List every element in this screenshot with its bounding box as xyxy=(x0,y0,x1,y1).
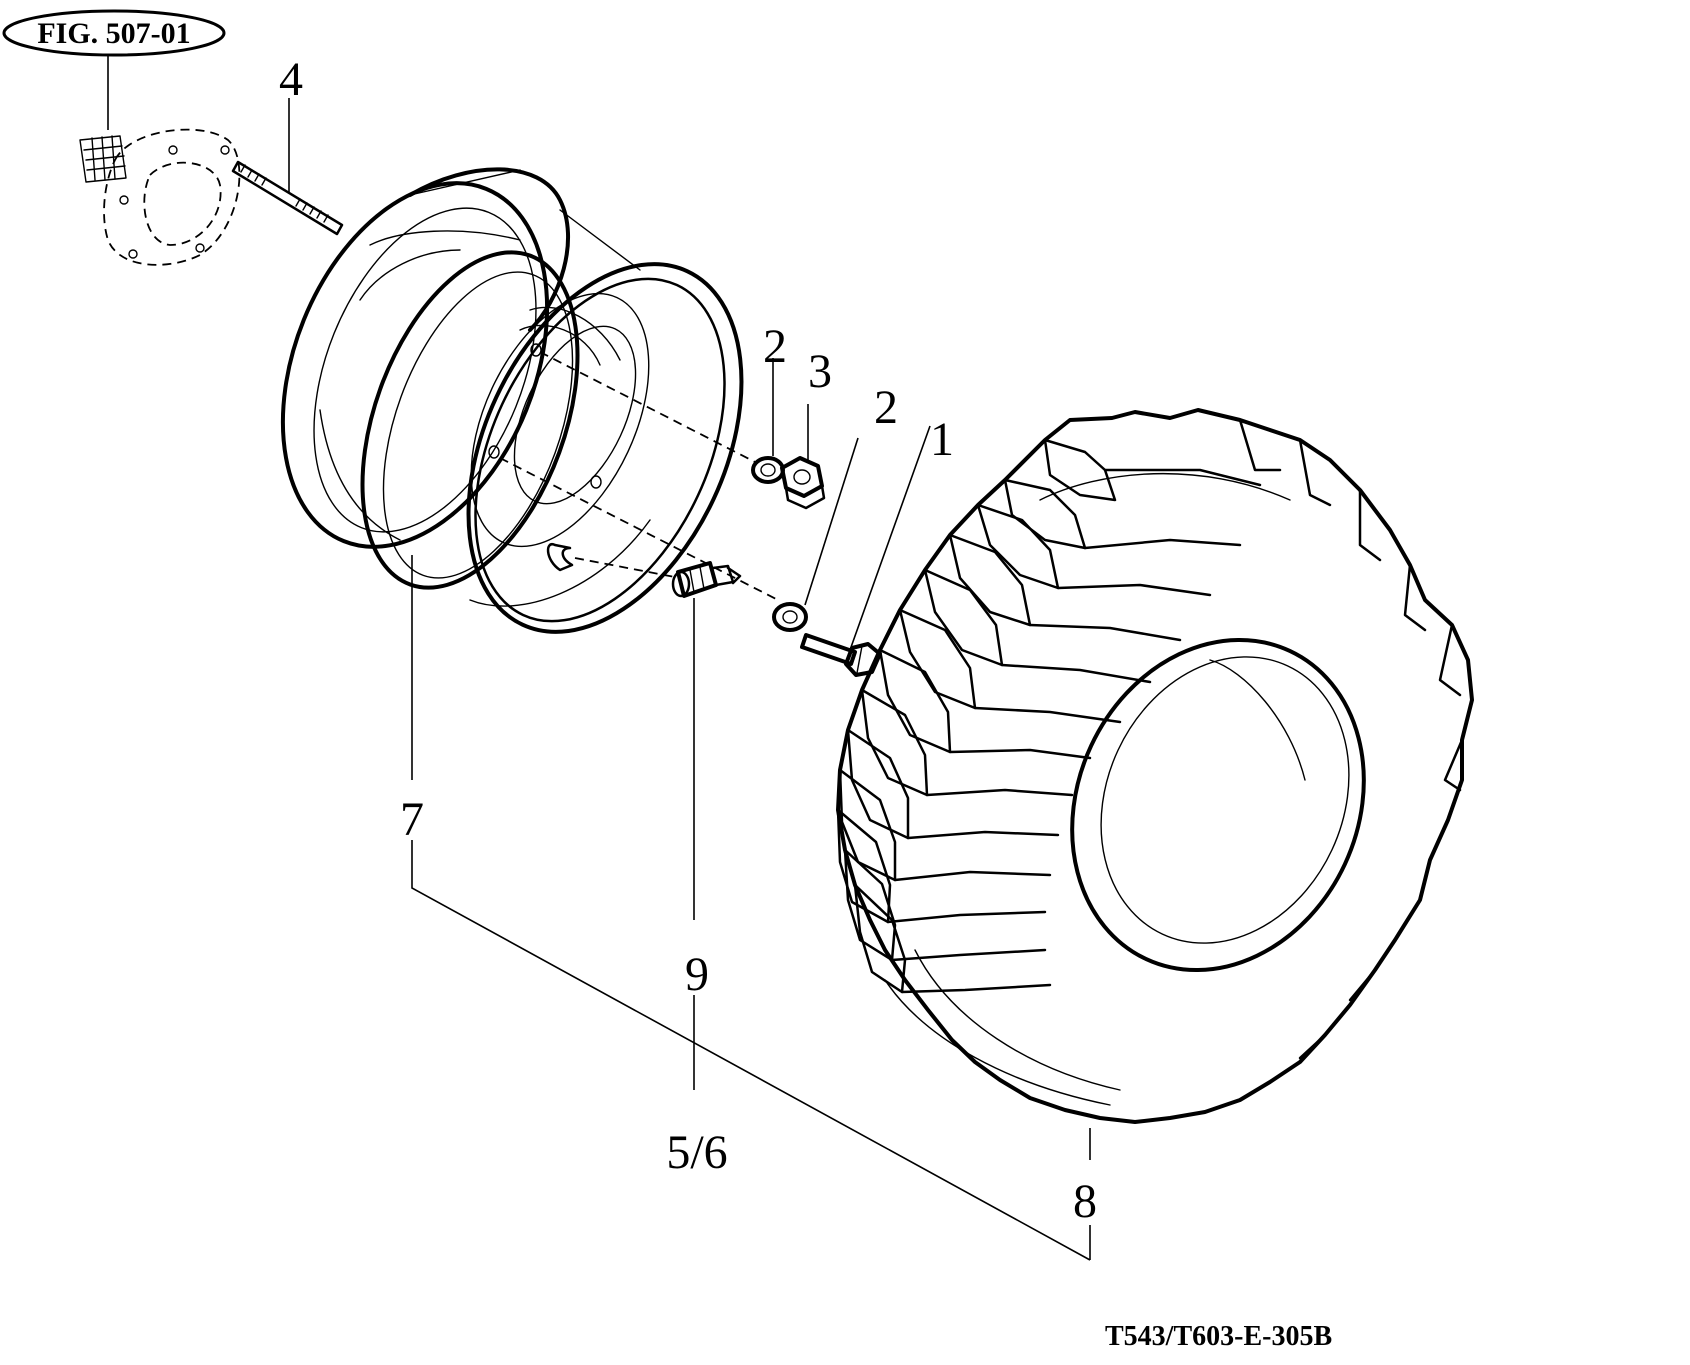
callout-1[interactable]: 1 xyxy=(930,413,954,466)
callout-2-upper[interactable]: 2 xyxy=(763,320,787,373)
tire-part xyxy=(836,408,1474,1160)
callout-8[interactable]: 8 xyxy=(1073,1175,1097,1228)
callout-3[interactable]: 3 xyxy=(808,345,832,398)
rim-part xyxy=(280,167,744,780)
stud-part xyxy=(231,98,344,236)
callout-7[interactable]: 7 xyxy=(400,793,424,846)
figure-reference-badge[interactable]: FIG. 507-01 xyxy=(2,9,226,130)
callout-9[interactable]: 9 xyxy=(685,948,709,1001)
figure-reference-label: FIG. 507-01 xyxy=(37,17,190,50)
group-bracket-7-8 xyxy=(411,840,1091,1261)
washer-upper-part xyxy=(751,358,785,484)
drawing-code: T543/T603-E-305B xyxy=(1105,1321,1332,1352)
assembly-lines xyxy=(499,351,779,601)
washer-lower-part xyxy=(772,437,859,632)
nut-part xyxy=(780,404,826,510)
callout-4[interactable]: 4 xyxy=(279,53,303,106)
bolt-part xyxy=(800,425,931,677)
hub-reference-part xyxy=(79,128,241,266)
callout-2-lower[interactable]: 2 xyxy=(874,381,898,434)
valve-part xyxy=(671,561,742,1090)
callout-5-6[interactable]: 5/6 xyxy=(666,1126,727,1179)
